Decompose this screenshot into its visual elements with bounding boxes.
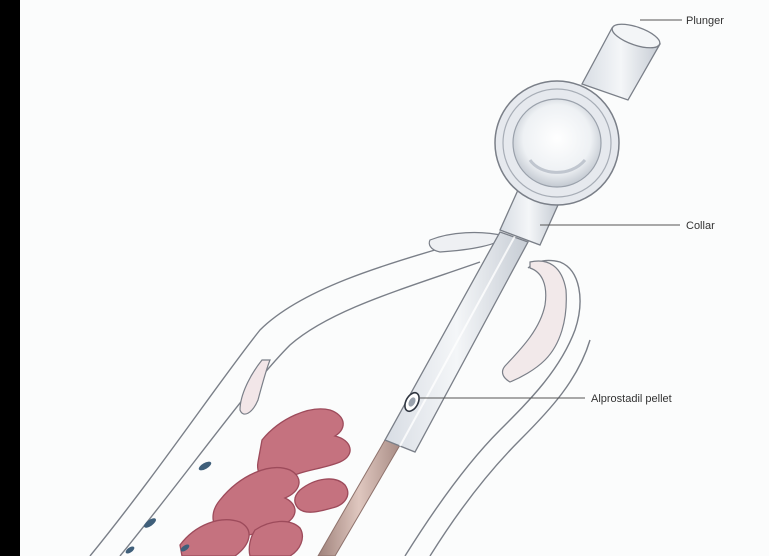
- paper-background: [20, 0, 769, 556]
- plunger-button: [495, 81, 619, 205]
- collar-label: Collar: [686, 220, 715, 232]
- plunger-label: Plunger: [686, 15, 724, 27]
- pellet-label: Alprostadil pellet: [591, 393, 672, 405]
